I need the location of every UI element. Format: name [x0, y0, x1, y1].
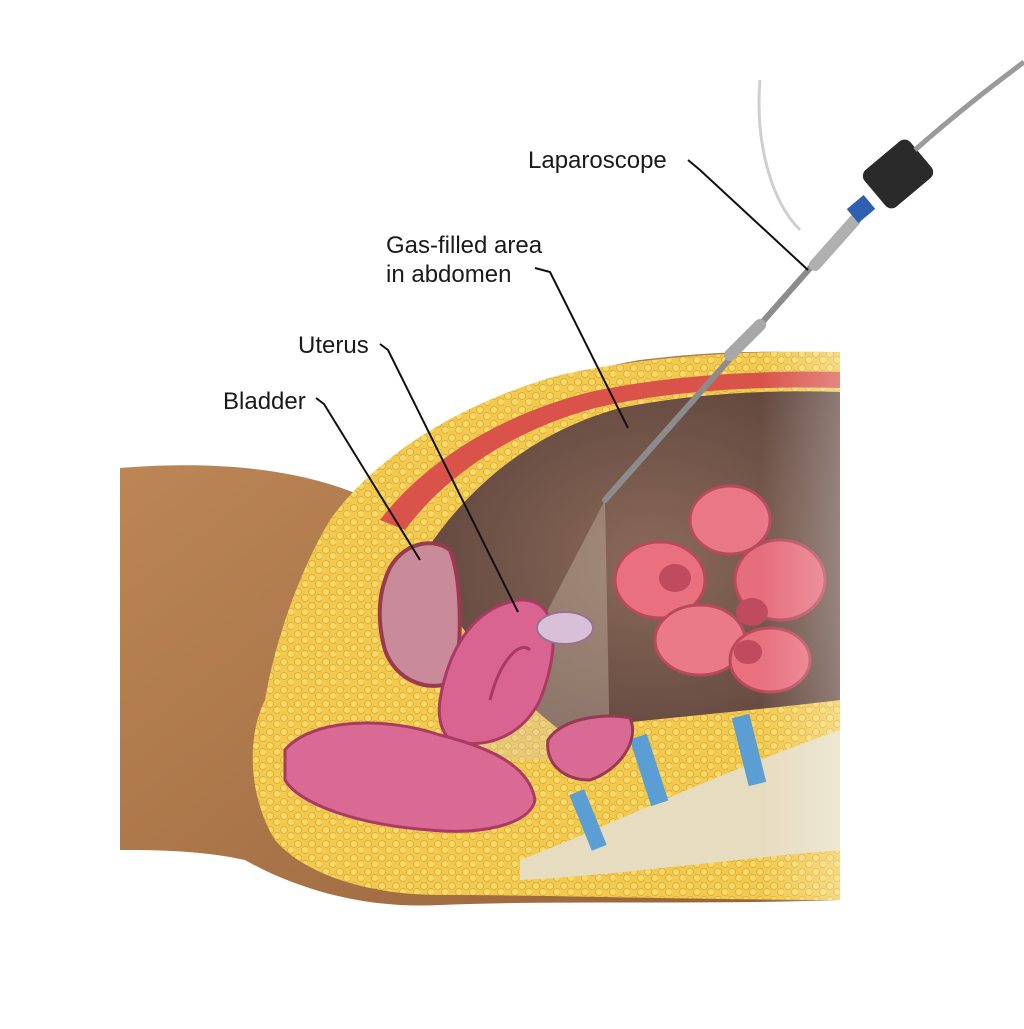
bladder-label: Bladder	[223, 388, 306, 415]
gas-label-line2: in abdomen	[386, 261, 512, 288]
leader-gas	[534, 267, 629, 429]
uterus-label: Uterus	[298, 332, 369, 359]
rectum	[283, 721, 537, 833]
leader-lines	[315, 159, 809, 613]
laparoscope-label: Laparoscope	[528, 147, 667, 174]
ovary	[536, 611, 594, 645]
sacral-structure	[546, 714, 635, 782]
fade-overlay	[760, 330, 1024, 930]
leader-bladder	[315, 397, 421, 561]
gas-filled-area-label: Gas-filled area in abdomen	[386, 231, 542, 289]
leader-laparoscope	[687, 159, 809, 271]
laparoscope	[602, 60, 1024, 503]
gas-label-line1: Gas-filled area	[386, 232, 543, 259]
leader-uterus	[379, 343, 519, 613]
